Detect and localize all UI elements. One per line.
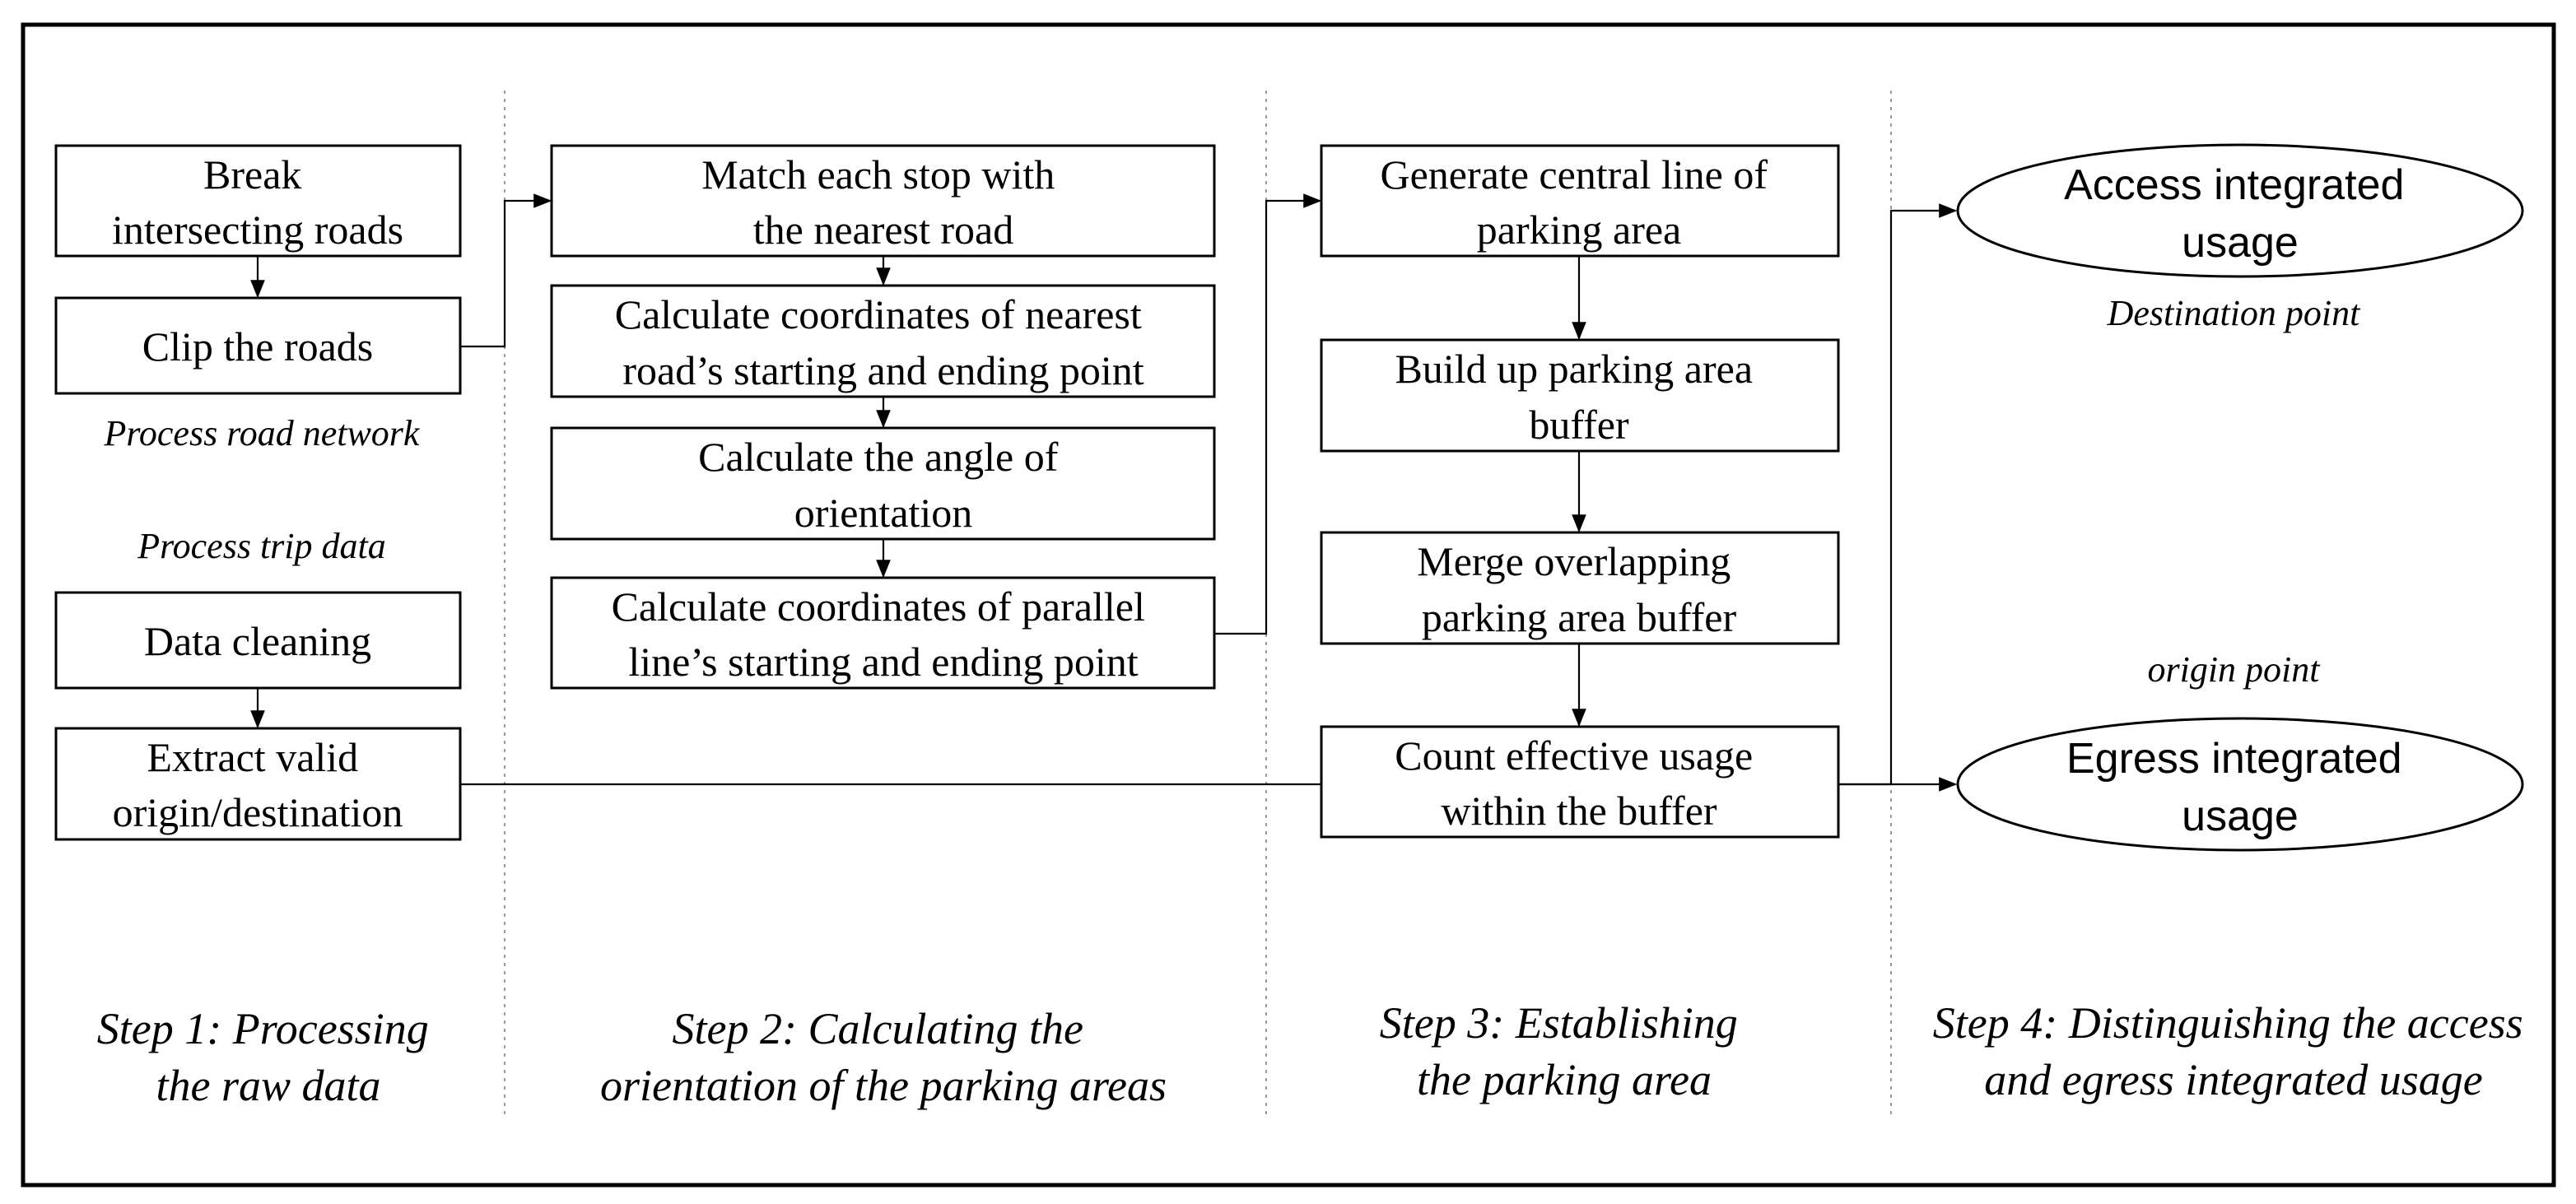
- access-usage-text: Access integrated usage: [2064, 161, 2416, 267]
- count-usage-line-1: Count effective usage: [1395, 732, 1753, 779]
- match-stop-box: [550, 144, 1216, 258]
- access-usage-line-1: Access integrated: [2064, 161, 2404, 209]
- extract-od-line-1: Extract valid: [147, 734, 358, 780]
- egress-usage-line-1: Egress integrated: [2066, 735, 2402, 783]
- central-line-line-2: parking area: [1477, 207, 1681, 253]
- egress-usage-text: Egress integrated usage: [2066, 735, 2414, 840]
- calc-angle-line-2: orientation: [794, 490, 973, 536]
- access-usage-ellipse: [1956, 143, 2524, 278]
- central-line-text: Generate central line of parking area: [1380, 151, 1777, 253]
- clip-roads-line-1: Clip the roads: [142, 323, 374, 370]
- extract-od-box: [54, 727, 462, 841]
- break-roads-line-1: Break: [203, 151, 301, 198]
- step-4-caption: Step 4: Distinguishing the access and eg…: [1933, 998, 2534, 1104]
- match-stop-line-1: Match each stop with: [701, 151, 1055, 198]
- count-usage-text: Count effective usage within the buffer: [1395, 732, 1763, 834]
- extract-od-line-2: origin/destination: [113, 789, 403, 835]
- calc-parallel-coords-line-1: Calculate coordinates of parallel: [612, 583, 1145, 630]
- step-1-caption: Step 1: Processing the raw data: [97, 1004, 440, 1110]
- data-cleaning-text: Data cleaning: [144, 618, 371, 664]
- match-stop-line-2: the nearest road: [753, 207, 1014, 253]
- count-usage-line-2: within the buffer: [1441, 788, 1717, 834]
- step-2-caption-line-1: Step 2: Calculating the: [673, 1004, 1083, 1053]
- process-road-network-note: Process road network: [104, 413, 421, 453]
- build-buffer-text: Build up parking area buffer: [1395, 346, 1763, 448]
- step-2-caption: Step 2: Calculating the orientation of t…: [600, 1004, 1167, 1110]
- merge-buffer-line-1: Merge overlapping: [1417, 538, 1731, 584]
- step-1-caption-line-1: Step 1: Processing: [97, 1004, 429, 1053]
- clip-roads-box: [54, 296, 462, 395]
- merge-buffer-box: [1320, 531, 1840, 645]
- outer-frame: [21, 22, 2556, 1188]
- merge-buffer-line-2: parking area buffer: [1422, 594, 1737, 640]
- break-roads-box: [54, 144, 462, 258]
- break-roads-line-2: intersecting roads: [112, 207, 403, 253]
- step-3-caption-line-2: the parking area: [1417, 1055, 1712, 1104]
- access-usage-line-2: usage: [2182, 219, 2299, 267]
- calc-road-coords-line-2: road’s starting and ending point: [622, 347, 1144, 393]
- calc-parallel-coords-box: [550, 576, 1216, 690]
- extract-od-text: Extract valid origin/destination: [113, 734, 403, 835]
- build-buffer-line-1: Build up parking area: [1395, 346, 1753, 392]
- match-stop-text: Match each stop with the nearest road: [701, 151, 1065, 253]
- step-4-caption-line-2: and egress integrated usage: [1984, 1055, 2482, 1104]
- arrow-parallel-to-central: [1214, 193, 1322, 635]
- step-4-caption-line-1: Step 4: Distinguishing the access: [1933, 998, 2523, 1048]
- central-line-box: [1320, 144, 1840, 258]
- calc-road-coords-line-1: Calculate coordinates of nearest: [615, 291, 1142, 337]
- data-cleaning-line-1: Data cleaning: [144, 618, 371, 664]
- calc-parallel-coords-line-2: line’s starting and ending point: [628, 639, 1138, 685]
- calc-angle-box: [550, 426, 1216, 541]
- data-cleaning-box: [54, 591, 462, 690]
- egress-usage-line-2: usage: [2182, 793, 2299, 840]
- break-roads-text: Break intersecting roads: [112, 151, 403, 253]
- step-1-caption-line-2: the raw data: [156, 1061, 380, 1110]
- process-trip-data-note: Process trip data: [137, 526, 385, 566]
- build-buffer-box: [1320, 338, 1840, 453]
- step-3-caption-line-1: Step 3: Establishing: [1380, 998, 1738, 1048]
- connectors: [250, 193, 1958, 792]
- step-2-caption-line-2: orientation of the parking areas: [600, 1061, 1167, 1110]
- calc-road-coords-text: Calculate coordinates of nearest road’s …: [615, 291, 1153, 393]
- arrow-clip-to-match: [460, 193, 552, 348]
- calc-road-coords-box: [550, 284, 1216, 398]
- central-line-line-1: Generate central line of: [1380, 151, 1768, 198]
- calc-angle-line-1: Calculate the angle of: [698, 434, 1059, 480]
- egress-usage-ellipse: [1956, 717, 2524, 852]
- build-buffer-line-2: buffer: [1529, 402, 1629, 448]
- calc-parallel-coords-text: Calculate coordinates of parallel line’s…: [612, 583, 1156, 685]
- calc-angle-text: Calculate the angle of orientation: [698, 434, 1069, 536]
- destination-point-note: Destination point: [2107, 293, 2362, 333]
- arrow-count-to-access: [1838, 203, 1958, 786]
- clip-roads-text: Clip the roads: [142, 323, 374, 370]
- origin-point-note: origin point: [2147, 649, 2321, 690]
- merge-buffer-text: Merge overlapping parking area buffer: [1417, 538, 1740, 640]
- count-usage-box: [1320, 725, 1840, 839]
- step-3-caption: Step 3: Establishing the parking area: [1380, 998, 1749, 1104]
